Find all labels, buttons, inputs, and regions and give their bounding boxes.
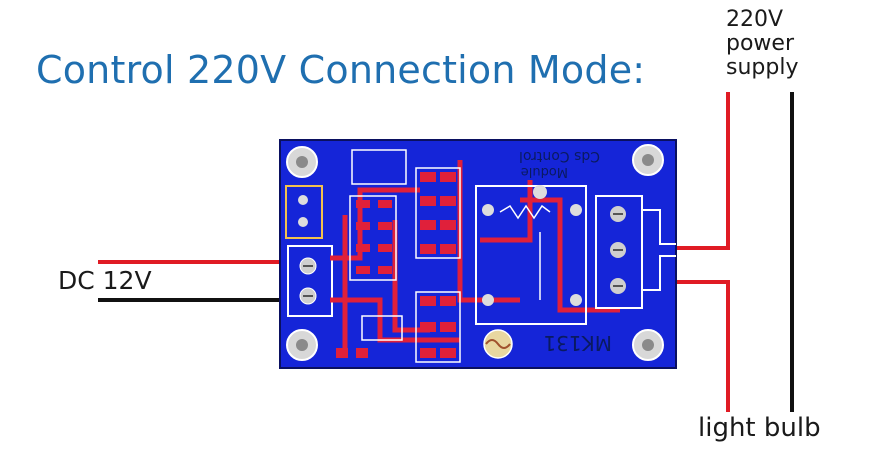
dc-input-label: DC 12V (58, 266, 152, 295)
board-model: MK131 (543, 331, 612, 355)
smd-pads (336, 172, 456, 358)
light-bulb-label: light bulb (698, 413, 821, 443)
mounting-hole (286, 329, 318, 361)
mounting-hole (286, 146, 318, 178)
silkscreen-line2: Module (521, 164, 568, 179)
dc-screw-terminal (287, 245, 333, 317)
pcb-board: Cds Control Module MK131 (279, 139, 677, 369)
power-supply-line3: supply (726, 55, 799, 80)
relay-screw-terminal (595, 195, 676, 309)
silkscreen-text: Cds Control Module (519, 148, 600, 179)
mounting-hole (632, 144, 664, 176)
photoresistor (483, 329, 513, 359)
silkscreen-line1: Cds Control (519, 148, 600, 164)
supply-live-wire (676, 92, 730, 250)
model-text: MK131 (543, 331, 612, 355)
bulb-wire (676, 280, 730, 412)
diagram-title: Control 220V Connection Mode: (36, 48, 646, 92)
mounting-hole (632, 329, 664, 361)
power-supply-label: 220V power supply (726, 8, 798, 80)
power-supply-line2: power (726, 31, 794, 56)
power-supply-line1: 220V (726, 7, 784, 32)
relay (475, 185, 587, 325)
